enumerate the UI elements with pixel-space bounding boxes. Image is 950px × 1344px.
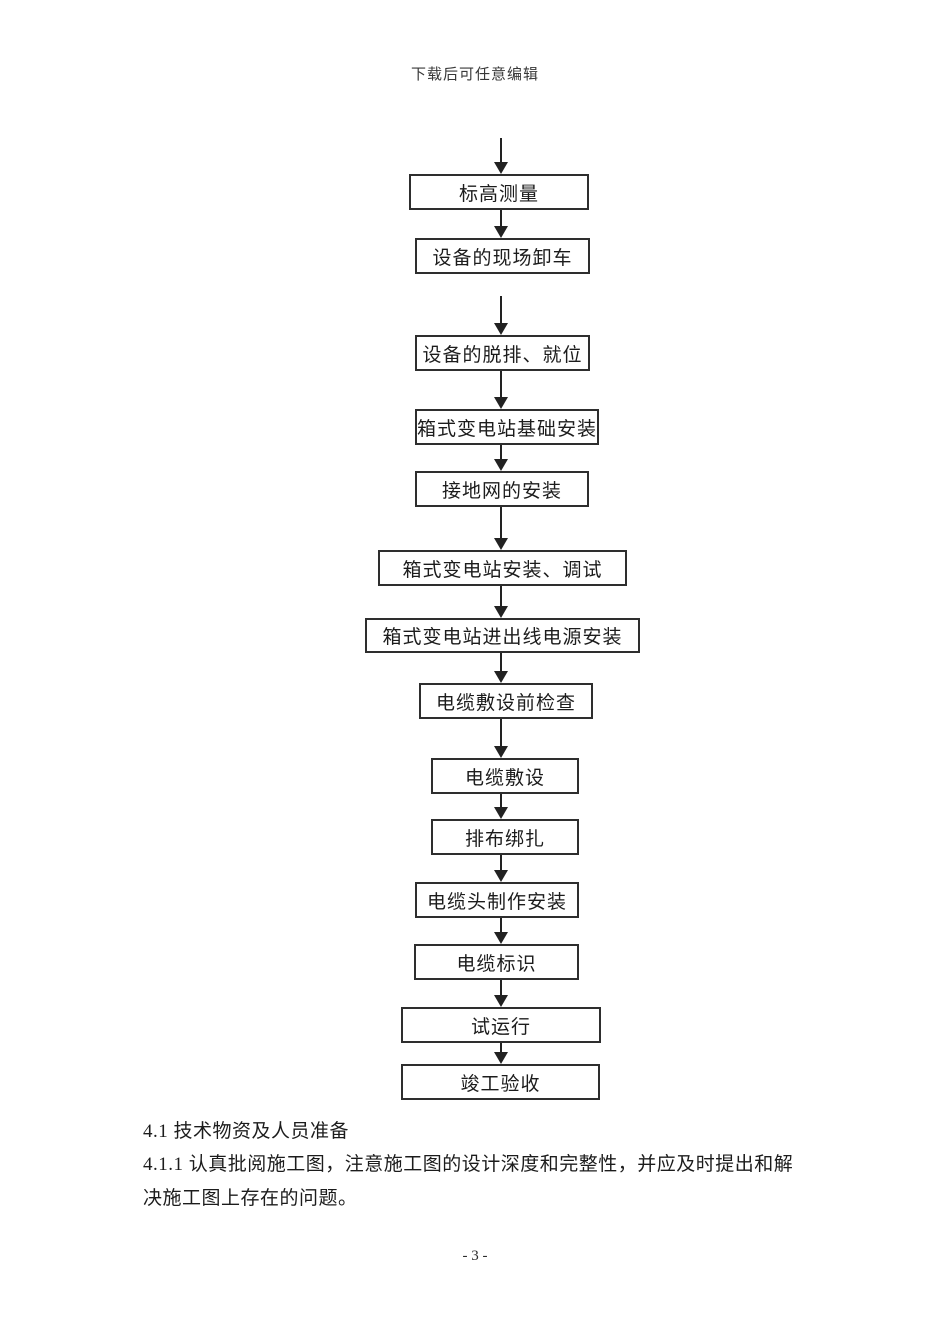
down-arrow xyxy=(494,794,508,819)
paragraph-line: 决施工图上存在的问题。 xyxy=(143,1188,358,1209)
flow-step-equipment-site-unloading: 设备的现场卸车 xyxy=(415,238,590,274)
down-arrow xyxy=(494,918,508,944)
flow-step-completion-acceptance: 竣工验收 xyxy=(401,1064,600,1100)
down-arrow xyxy=(494,653,508,683)
down-arrow xyxy=(494,371,508,409)
flow-step-grounding-grid-install: 接地网的安装 xyxy=(415,471,589,507)
flow-step-substation-foundation: 箱式变电站基础安装 xyxy=(415,409,599,445)
down-arrow xyxy=(494,138,508,174)
flow-step-substation-line-power: 箱式变电站进出线电源安装 xyxy=(365,618,640,653)
down-arrow xyxy=(494,445,508,471)
page-number: - 3 - xyxy=(462,1248,488,1264)
down-arrow xyxy=(494,980,508,1007)
down-arrow xyxy=(494,210,508,238)
flow-step-arrange-binding: 排布绑扎 xyxy=(431,819,579,855)
section-heading-4-1: 4.1 技术物资及人员准备 xyxy=(143,1121,350,1142)
down-arrow xyxy=(494,507,508,550)
paragraph-line: 4.1.1 认真批阅施工图，注意施工图的设计深度和完整性，并应及时提出和解 xyxy=(143,1154,794,1175)
flow-step-cable-laying: 电缆敷设 xyxy=(431,758,579,794)
flow-step-equipment-unpack-position: 设备的脱排、就位 xyxy=(415,335,590,371)
down-arrow xyxy=(494,586,508,618)
down-arrow xyxy=(494,1043,508,1064)
flow-step-cable-prelaying-check: 电缆敷设前检查 xyxy=(419,683,593,719)
flow-step-cable-marking: 电缆标识 xyxy=(414,944,579,980)
down-arrow xyxy=(494,296,508,335)
down-arrow xyxy=(494,719,508,758)
flow-step-cable-head-fabrication: 电缆头制作安装 xyxy=(415,882,579,918)
flow-step-elevation-survey: 标高测量 xyxy=(409,174,589,210)
flow-step-trial-run: 试运行 xyxy=(401,1007,601,1043)
down-arrow xyxy=(494,855,508,882)
header-watermark-text: 下载后可任意编辑 xyxy=(410,67,539,83)
flow-step-substation-install-debug: 箱式变电站安装、调试 xyxy=(378,550,627,586)
